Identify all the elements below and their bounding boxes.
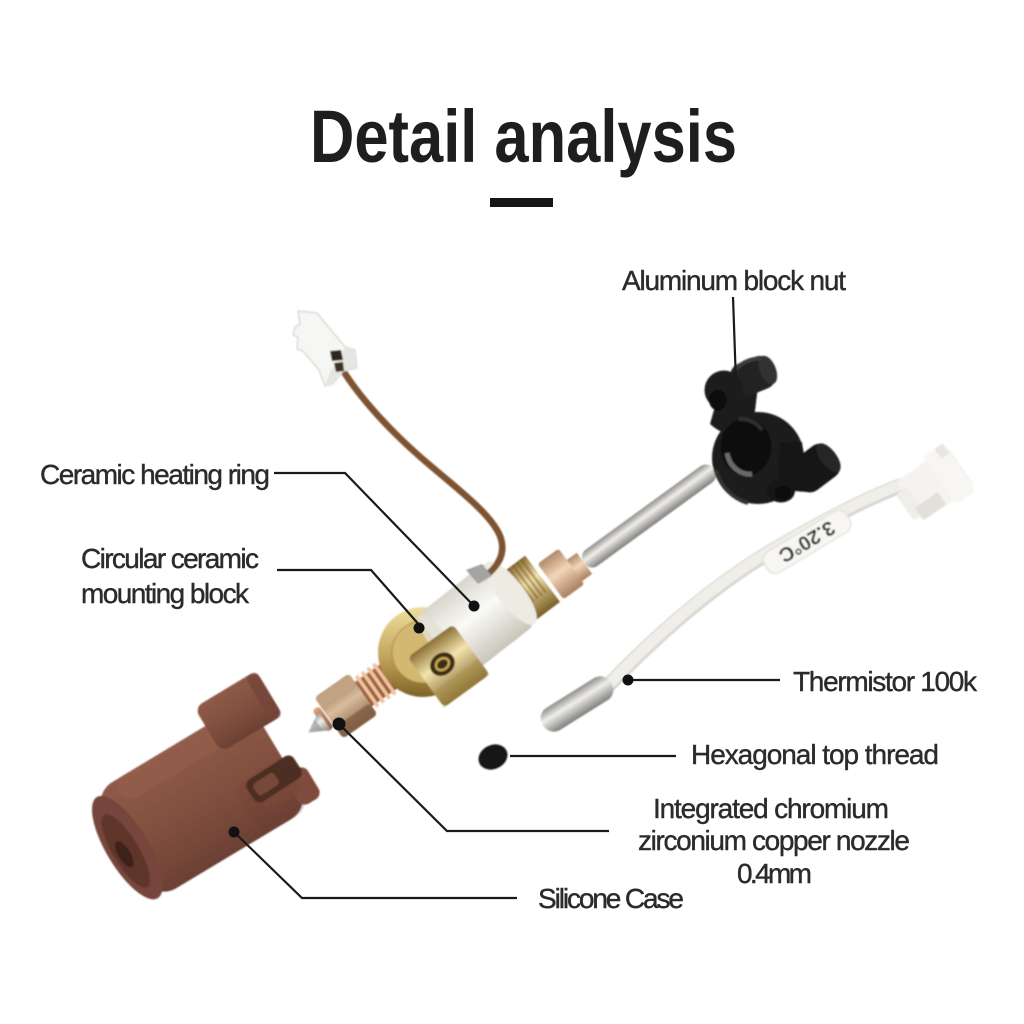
svg-text:Circular ceramic: Circular ceramic <box>81 543 259 574</box>
svg-text:Aluminum block nut: Aluminum block nut <box>622 265 846 296</box>
svg-text:Hexagonal top thread: Hexagonal top thread <box>691 739 939 770</box>
svg-text:Thermistor 100k: Thermistor 100k <box>793 666 978 697</box>
svg-text:Ceramic heating ring: Ceramic heating ring <box>40 459 270 490</box>
svg-text:0.4mm: 0.4mm <box>737 858 812 889</box>
svg-text:Silicone Case: Silicone Case <box>538 883 684 914</box>
svg-text:mounting block: mounting block <box>81 578 250 609</box>
svg-text:Detail analysis: Detail analysis <box>310 95 737 178</box>
svg-text:zirconium copper nozzle: zirconium copper nozzle <box>638 825 910 856</box>
svg-text:Integrated chromium: Integrated chromium <box>653 793 889 824</box>
